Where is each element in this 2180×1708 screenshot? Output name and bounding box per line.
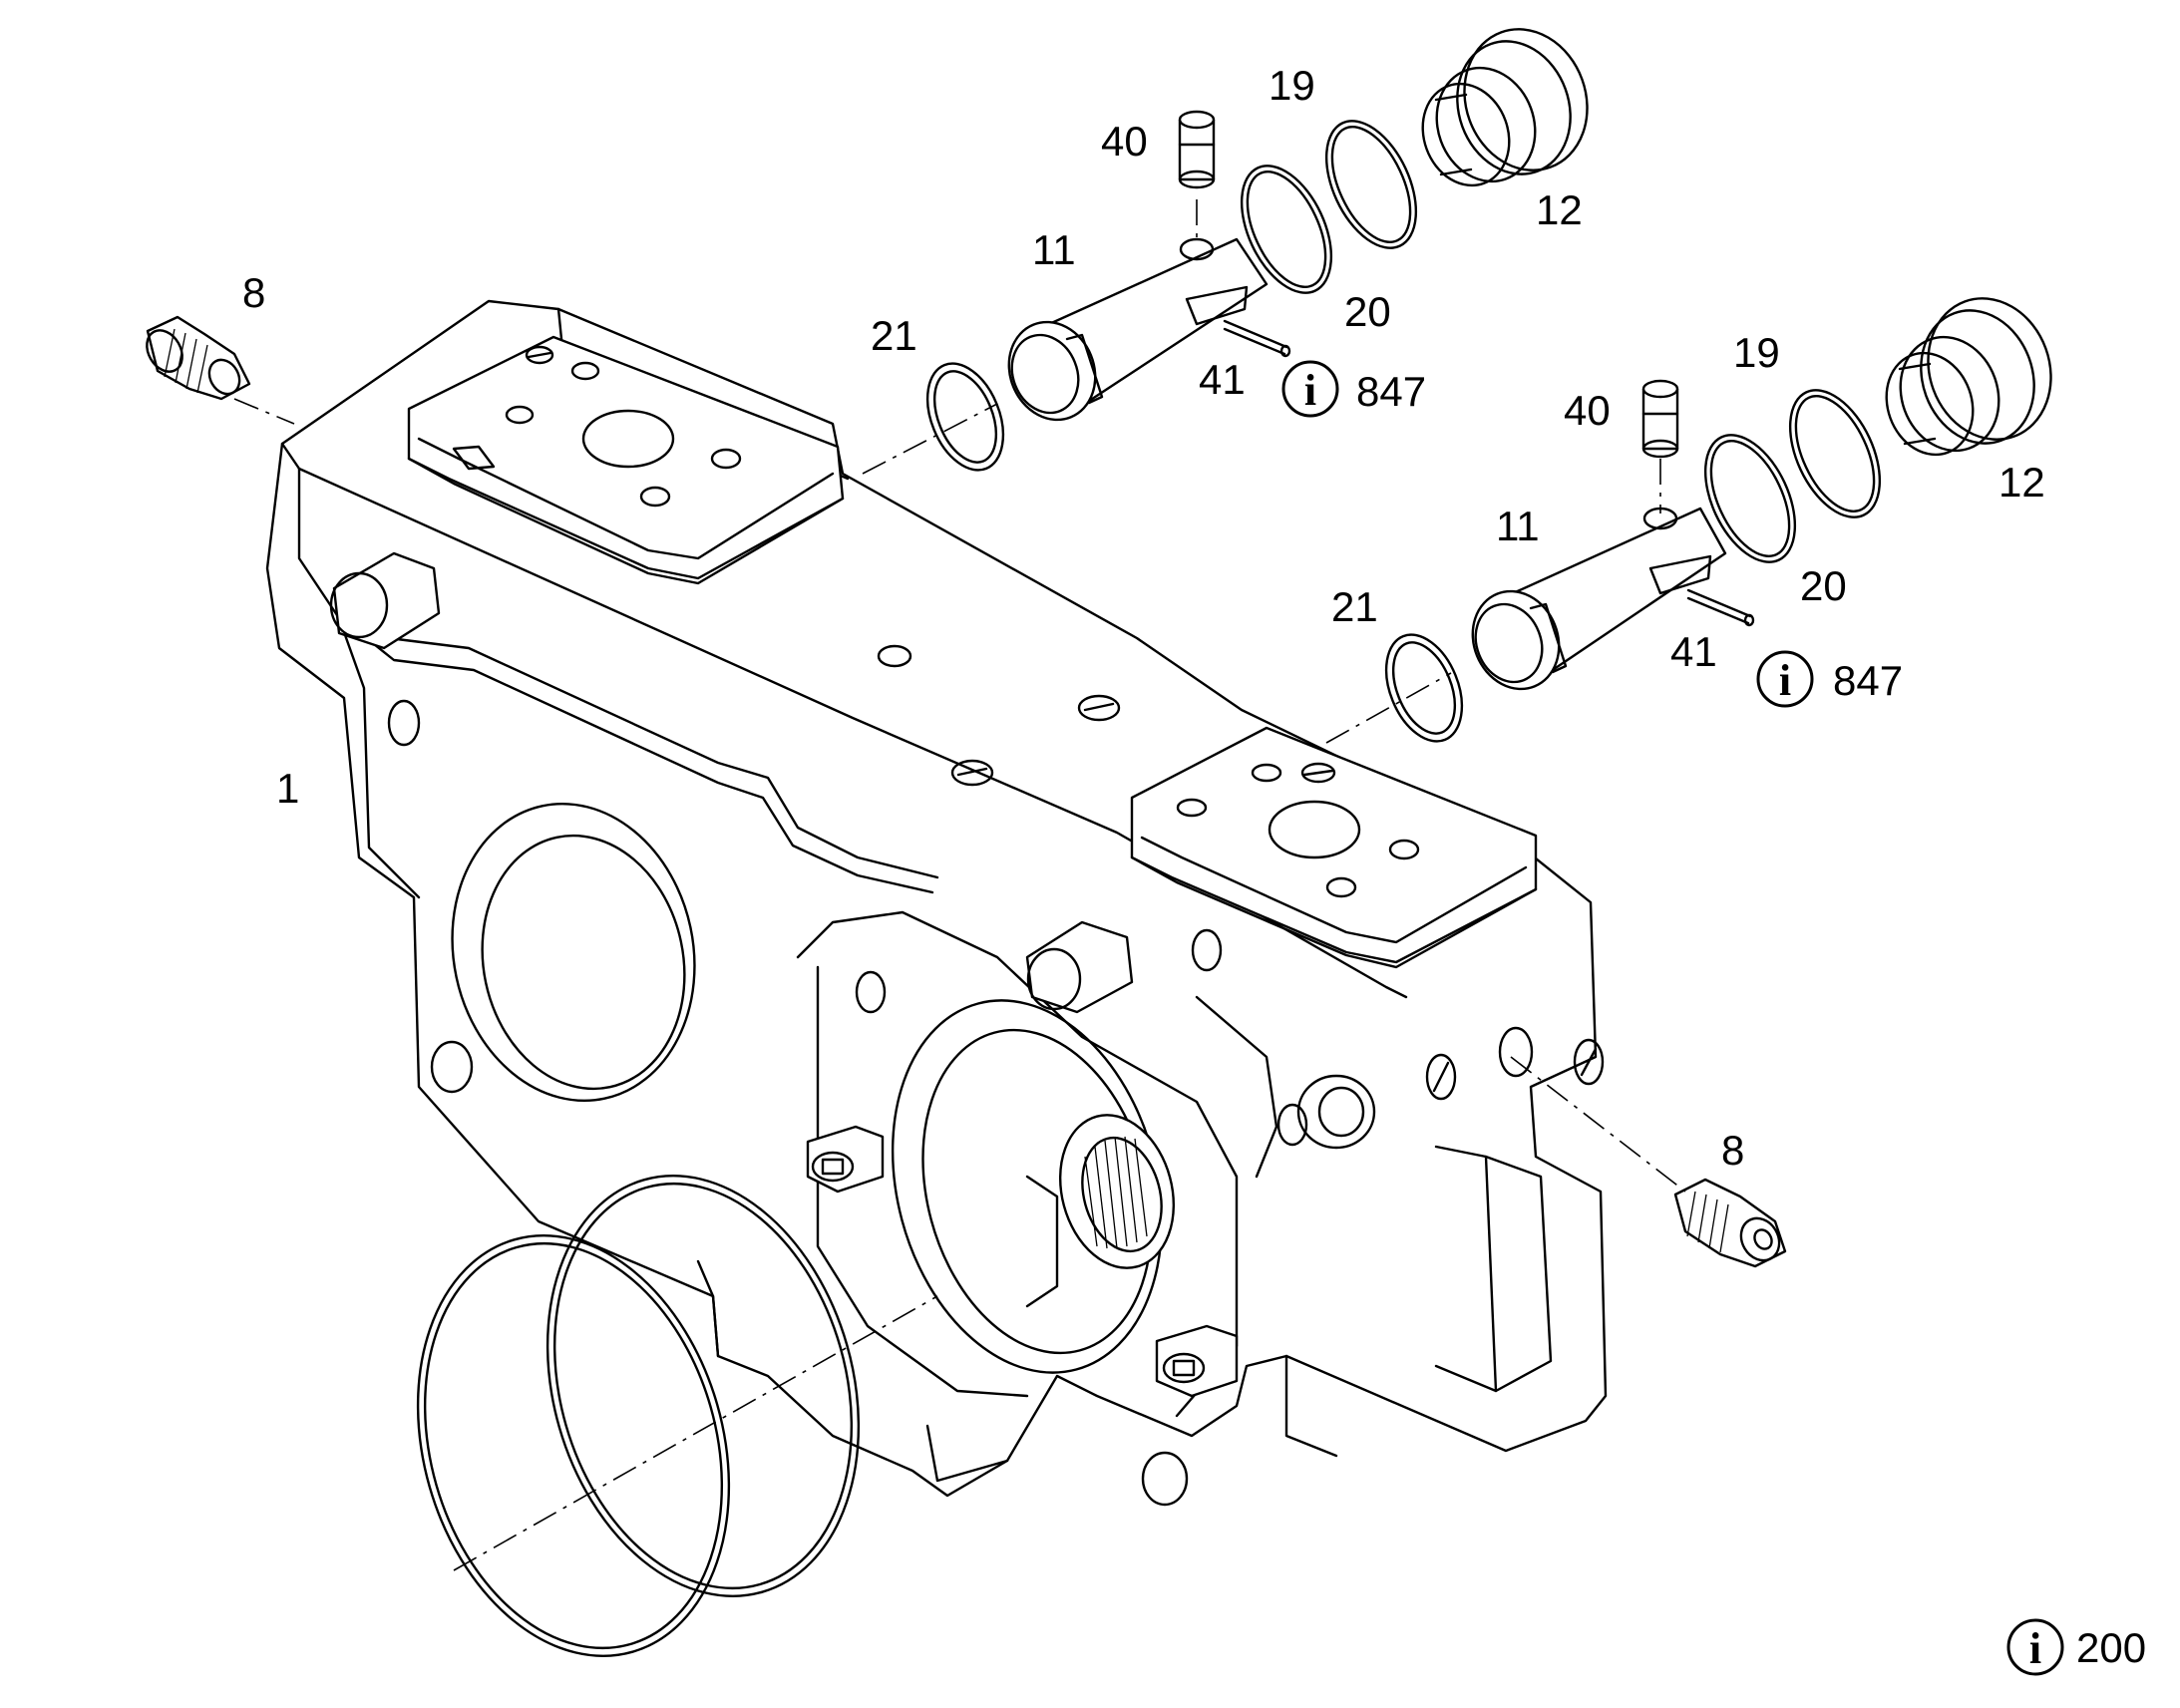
callout-41: 41 — [1670, 628, 1717, 675]
callout-41: 41 — [1199, 356, 1246, 403]
valve-8-left — [146, 315, 251, 401]
socket-screw — [1155, 1324, 1239, 1398]
callout-19: 19 — [1733, 329, 1780, 376]
plug-12 — [1885, 297, 2052, 457]
socket-screw — [806, 1125, 885, 1194]
callout-21: 21 — [1331, 583, 1378, 630]
plug-12 — [1421, 28, 1589, 187]
callout-21: 21 — [871, 312, 917, 359]
callout-1: 1 — [276, 765, 299, 812]
callout-847: 847 — [1833, 657, 1903, 704]
valve-plate-right — [1130, 726, 1538, 969]
svg-text:i: i — [1779, 656, 1791, 705]
callout-200: 200 — [2076, 1624, 2146, 1671]
callout-12: 12 — [1998, 459, 2045, 506]
spool-assembly-lower — [1384, 297, 2052, 743]
callout-12: 12 — [1536, 186, 1583, 233]
housing-part — [265, 299, 1608, 1507]
callout-labels: 8 1 21 11 40 19 12 20 41 847 40 19 12 11… — [242, 62, 2146, 1671]
info-icon: i — [2006, 1618, 2064, 1676]
callout-40: 40 — [1101, 118, 1148, 165]
callout-20: 20 — [1344, 288, 1391, 335]
center-lines — [233, 199, 1686, 1571]
callout-11: 11 — [1496, 503, 1540, 549]
callout-40: 40 — [1564, 387, 1611, 434]
housing-o-rings — [416, 1175, 861, 1657]
info-icon: i — [1281, 360, 1339, 418]
callout-8: 8 — [1721, 1127, 1744, 1174]
callout-8: 8 — [242, 269, 265, 316]
info-icon: i — [1756, 650, 1814, 708]
callout-11: 11 — [1032, 226, 1076, 273]
callout-19: 19 — [1269, 62, 1315, 109]
spool-assembly-upper — [925, 28, 1589, 472]
svg-text:i: i — [1304, 366, 1316, 415]
pin-40 — [1641, 379, 1679, 459]
hex-plug — [1025, 920, 1134, 1014]
pin-40 — [1178, 110, 1216, 189]
valve-8-right — [1673, 1178, 1787, 1268]
valve-plate-left — [407, 335, 845, 585]
callout-847: 847 — [1356, 368, 1426, 415]
svg-text:i: i — [2029, 1624, 2041, 1673]
callout-20: 20 — [1800, 562, 1847, 609]
hex-plug — [329, 551, 441, 650]
